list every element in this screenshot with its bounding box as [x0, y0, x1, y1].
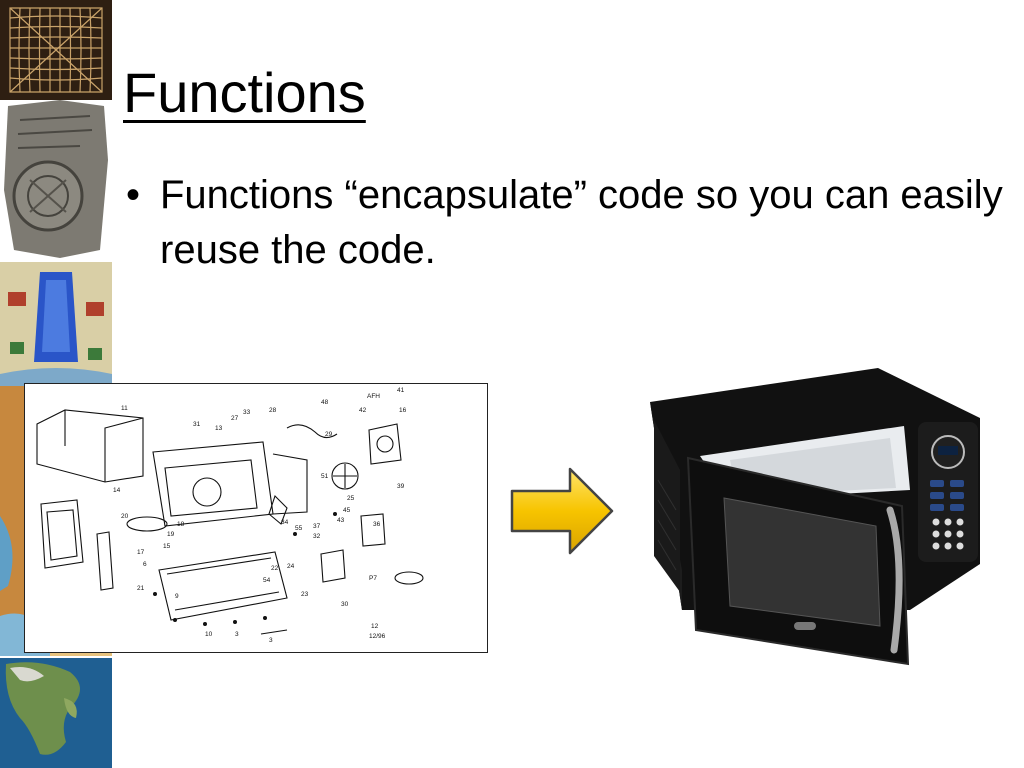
- part-number-label: 29: [325, 431, 333, 438]
- grid-map-image: [0, 0, 112, 100]
- part-number-label: 12: [371, 623, 379, 630]
- part-number-label: 43: [337, 517, 345, 524]
- part-number-label: 22: [271, 565, 279, 572]
- part-number-label: 37: [313, 523, 321, 530]
- part-number-label: 17: [137, 549, 145, 556]
- part-number-label: 32: [313, 533, 321, 540]
- bullet-text: Functions “encapsulate” code so you can …: [160, 173, 1003, 272]
- part-number-label: 16: [399, 407, 407, 414]
- illustrated-world-map-image: [0, 262, 112, 386]
- part-number-label: 3: [269, 637, 273, 644]
- part-number-label: 15: [163, 543, 171, 550]
- part-number-label: 19: [167, 531, 175, 538]
- part-number-label: 28: [269, 407, 277, 414]
- part-number-label: 34: [281, 519, 289, 526]
- part-number-label: 3: [235, 631, 239, 638]
- part-number-label: 41: [397, 387, 405, 394]
- part-number-label: 13: [215, 425, 223, 432]
- part-number-label: 42: [359, 407, 367, 414]
- part-number-label: 9: [175, 593, 179, 600]
- part-number-label: 6: [143, 561, 147, 568]
- part-number-label: 25: [347, 495, 355, 502]
- part-number-label: 31: [193, 421, 201, 428]
- part-number-label: 36: [373, 521, 381, 528]
- part-number-label: AFH: [367, 393, 380, 400]
- part-number-label: 39: [397, 483, 405, 490]
- slide-title: Functions: [123, 61, 366, 124]
- part-number-label: 54: [263, 577, 271, 584]
- bullet-item: • Functions “encapsulate” code so you ca…: [126, 168, 1006, 278]
- microwave-oven-image: [650, 368, 980, 666]
- part-number-label: 21: [137, 585, 145, 592]
- part-number-label: 18: [177, 521, 185, 528]
- arrow-shape: [510, 467, 614, 555]
- globe-north-america-image: [0, 658, 112, 768]
- part-number-label: 10: [205, 631, 213, 638]
- part-number-label: 51: [321, 473, 329, 480]
- part-number-label: P7: [369, 575, 377, 582]
- part-number-label: 11: [121, 405, 128, 412]
- part-number-label: 33: [243, 409, 251, 416]
- part-number-label: 23: [301, 591, 309, 598]
- part-number-label: 24: [287, 563, 295, 570]
- bullet-list: • Functions “encapsulate” code so you ca…: [126, 168, 1006, 278]
- part-number-label: 14: [113, 487, 121, 494]
- part-number-label: 30: [341, 601, 349, 608]
- part-number-label: 45: [343, 507, 351, 514]
- part-number-label: 20: [121, 513, 129, 520]
- diagram-page-code: 12/96: [369, 633, 386, 640]
- part-number-label: 48: [321, 399, 329, 406]
- part-number-label: 27: [231, 415, 239, 422]
- right-arrow-icon: [510, 467, 614, 555]
- clay-tablet-map-image: [0, 100, 112, 260]
- part-number-label: 55: [295, 525, 303, 532]
- bullet-dot-icon: •: [126, 173, 141, 217]
